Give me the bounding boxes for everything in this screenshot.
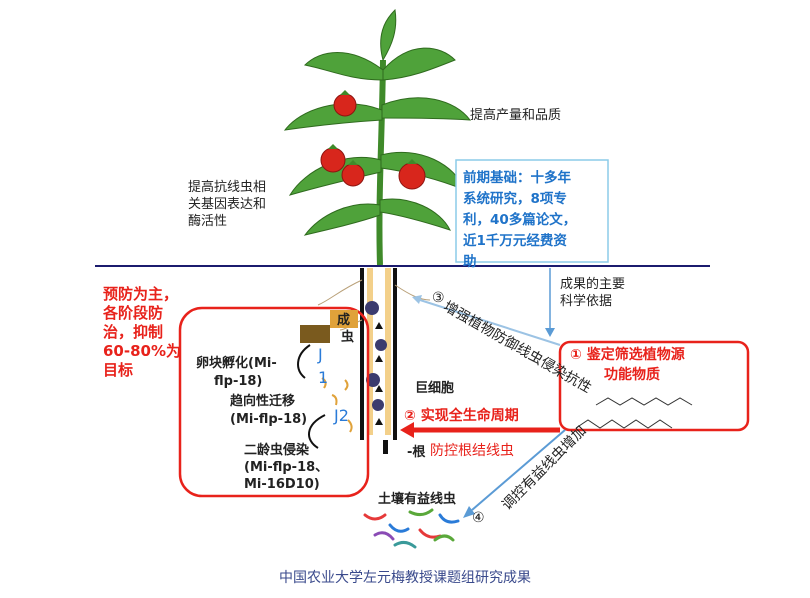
prevention-text: 预防为主， 各阶段防 治，抑制 60-80%为 目标 [103,285,182,379]
label-root: -根 [407,445,426,460]
label-soil-nematode: 土壤有益线虫 [378,492,457,507]
figure-caption: 中国农业大学左元梅教授课题组研究成果 [279,570,531,586]
step1-text: ① 鉴定筛选植物源 功能物质 [570,347,685,383]
stage-j: J [318,345,323,364]
lifecycle-box [178,306,370,498]
arrow-step3 [412,295,561,346]
tomato-plant-illustration [283,8,472,266]
stage-j2: J2 [334,406,349,425]
root-illustration [317,268,431,454]
label-egg-hatch: 卵块孵化(Mi- flp-18) [196,356,277,389]
label-yield-quality: 提高产量和品质 [470,108,562,123]
arrow-step4 [463,429,566,518]
step2-sub: 防控根结线虫 [430,443,514,459]
foundation-text: 前期基础：十多年 系统研究，8项专 利，40多篇论文， 近1千万元经费资 助 [463,170,577,270]
soil-nematodes-illustration [363,508,460,549]
egg-mass-illustration [300,310,358,343]
juvenile-worms-illustration [321,377,353,433]
step4-number: ④ [472,510,485,526]
arrow-step2 [400,422,560,438]
label-adult: 成 虫 [337,313,355,345]
label-giant-cell: 巨细胞 [415,381,455,396]
step1-box [558,340,750,432]
foundation-box [455,159,609,263]
step3-number: ③ [432,290,445,306]
arrow-basis [545,268,555,337]
chemical-structure-illustration [575,397,693,429]
stage-1: 1 [318,368,329,387]
label-scientific-basis: 成果的主要 科学依据 [560,277,626,309]
step2-text: ② 实现全生命周期 [404,408,519,424]
label-migration: 趋向性迁移 (Mi-flp-18) [230,394,308,427]
label-j2-infect: 二龄虫侵染 (Mi-flp-18、 Mi-16D10) [244,443,329,492]
lifecycle-arrows [297,344,326,449]
label-gene-expression: 提高抗线虫相 关基因表达和 酶活性 [188,180,267,229]
